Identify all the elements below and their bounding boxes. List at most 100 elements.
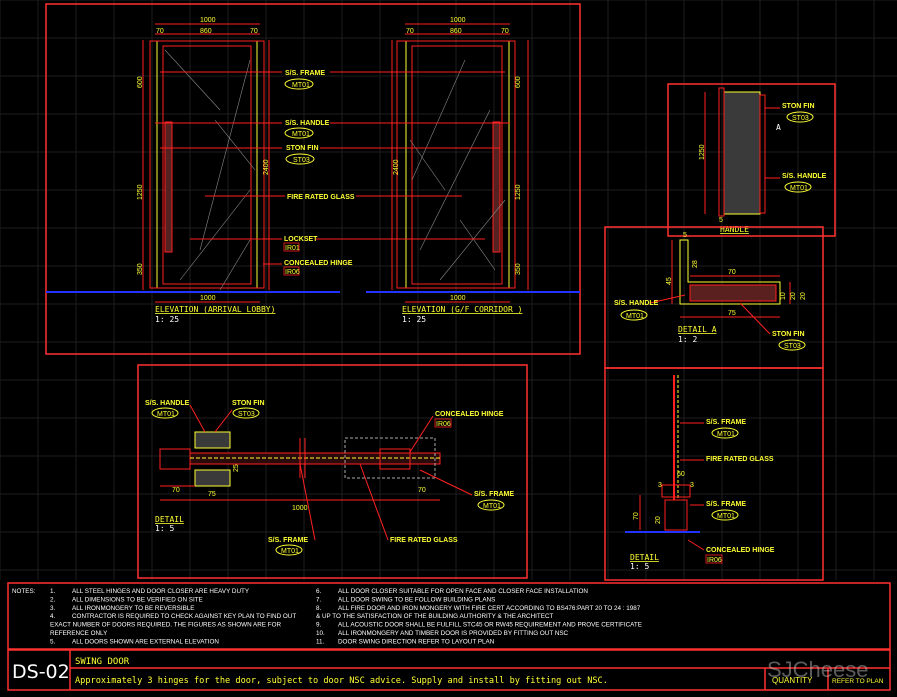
dim-side: 70 bbox=[501, 28, 509, 35]
door-elevation-right bbox=[396, 40, 516, 289]
plan-detail-panel: S/S. HANDLE MT01 STON FIN ST03 CONCEALED… bbox=[137, 364, 528, 579]
dim-side: 70 bbox=[156, 28, 164, 35]
label-ston-fin: STON FIN bbox=[232, 400, 265, 407]
background-grid bbox=[0, 0, 897, 580]
label-ss-handle: S/S. HANDLE bbox=[285, 120, 330, 127]
tag-ir06: IR06 bbox=[707, 557, 722, 564]
dim: 3 bbox=[690, 482, 694, 489]
drawing-name: SWING DOOR bbox=[75, 657, 130, 667]
stone-fin-left bbox=[164, 121, 173, 253]
notes-block: NOTES: 1.ALL STEEL HINGES AND DOOR CLOSE… bbox=[7, 582, 891, 650]
tag-oval bbox=[284, 78, 314, 90]
note-number: 9. bbox=[316, 622, 322, 629]
dim-height: 2400 bbox=[263, 159, 270, 175]
elevation-frame bbox=[45, 3, 581, 355]
label-ss-frame: S/S. FRAME bbox=[268, 537, 308, 544]
label-ss-handle: S/S. HANDLE bbox=[145, 400, 190, 407]
dim: 10 bbox=[780, 292, 787, 300]
note-text: ALL FIRE DOOR AND IRON MONGERY WITH FIRE… bbox=[338, 605, 641, 612]
tag-ir01: IR01 bbox=[285, 245, 300, 252]
note-text: ALL IRONMONGERY AND TIMBER DOOR IS PROVI… bbox=[338, 630, 569, 637]
elevation-title-right: ELEVATION (G/F CORRIDOR ) bbox=[402, 305, 522, 314]
tag-st03: ST03 bbox=[784, 343, 801, 350]
elevation-title-left: ELEVATION (ARRIVAL LOBBY) bbox=[155, 305, 275, 314]
note-text: ALL DOORS SHOWN ARE EXTERNAL ELEVATION bbox=[72, 638, 219, 645]
note-text: DOOR SWING DIRECTION REFER TO LAYOUT PLA… bbox=[338, 638, 495, 645]
dim: 28 bbox=[692, 260, 699, 268]
label-ss-frame: S/S. FRAME bbox=[706, 419, 746, 426]
elevation-scale-right: 1: 25 bbox=[402, 315, 426, 324]
detail-a-title: DETAIL A bbox=[678, 325, 717, 334]
label-ston-fin: STON FIN bbox=[286, 145, 319, 152]
note-text: ALL DOOR CLOSER SUITABLE FOR OPEN FACE A… bbox=[338, 588, 588, 595]
tag-mt01: MT01 bbox=[292, 131, 310, 138]
dim: 70 bbox=[633, 512, 640, 520]
dim: 20 bbox=[655, 516, 662, 524]
note-text: ALL IRONMONGERY TO BE REVERSIBLE bbox=[72, 605, 194, 612]
note-number: 6. bbox=[316, 588, 322, 595]
label-ston-fin: STON FIN bbox=[772, 331, 805, 338]
section-detail-scale: 1: 5 bbox=[630, 562, 649, 571]
tag-mt01: MT01 bbox=[790, 185, 808, 192]
dim-side: 70 bbox=[250, 28, 258, 35]
door-elevation-left bbox=[149, 40, 265, 291]
tag-mt01: MT01 bbox=[626, 313, 644, 320]
handle-dim-small: 5 bbox=[719, 217, 723, 224]
dim: 25 bbox=[233, 464, 240, 472]
dim: 70 bbox=[418, 487, 426, 494]
notes-heading: NOTES: bbox=[12, 588, 36, 595]
note-number: 4. bbox=[50, 613, 56, 620]
dim-bottom-width: 1000 bbox=[200, 295, 216, 302]
title-block: DS-02 SWING DOOR Approximately 3 hinges … bbox=[7, 649, 891, 691]
tag-mt01: MT01 bbox=[292, 82, 310, 89]
label-ss-handle: S/S. HANDLE bbox=[614, 300, 659, 307]
dim-clear-right: 860 bbox=[450, 28, 462, 35]
dim-bottom: 350 bbox=[137, 263, 144, 275]
tag-ir06: IR06 bbox=[285, 269, 300, 276]
watermark: SJCheese bbox=[767, 657, 869, 682]
elevation-scale-left: 1: 25 bbox=[155, 315, 179, 324]
note-text: ALL STEEL HINGES AND DOOR CLOSER ARE HEA… bbox=[72, 588, 250, 595]
tag-mt01: MT01 bbox=[157, 411, 175, 418]
tag-mt01: MT01 bbox=[717, 431, 735, 438]
dim: 20 bbox=[790, 292, 797, 300]
elevation-panel: S/S. FRAME MT01 S/S. HANDLE MT01 STON FI… bbox=[45, 3, 581, 355]
label-concealed-hinge: CONCEALED HINGE bbox=[284, 260, 353, 267]
label-ston-fin: STON FIN bbox=[782, 103, 815, 110]
dim: 75 bbox=[208, 491, 216, 498]
tag-st03: ST03 bbox=[238, 411, 255, 418]
dim-top: 600 bbox=[515, 76, 522, 88]
tag-ir06: IR06 bbox=[436, 421, 451, 428]
tag-mt01: MT01 bbox=[281, 548, 299, 555]
note-number: 10. bbox=[316, 630, 325, 637]
detail-a-panel: 5 70 75 45 28 10 20 20 S/S. HANDLE MT01 … bbox=[604, 226, 824, 369]
quantity-label: QUANTITY bbox=[772, 676, 813, 685]
dim: 45 bbox=[666, 277, 673, 285]
note-text: CONTRACTOR IS REQUIRED TO CHECK AGAINST … bbox=[72, 613, 296, 620]
handle-detail-title: HANDLE bbox=[720, 225, 749, 234]
dim: 75 bbox=[728, 310, 736, 317]
note-text: EXACT NUMBER OF DOORS REQUIRED. THE FIGU… bbox=[50, 622, 281, 629]
label-ss-frame: S/S. FRAME bbox=[474, 491, 514, 498]
section-marker-a: A bbox=[776, 123, 781, 132]
dim-bottom: 350 bbox=[515, 263, 522, 275]
label-ss-frame: S/S. FRAME bbox=[706, 501, 746, 508]
note-text: ALL ACOUSTIC DOOR SHALL BE FULFILL STC45… bbox=[338, 622, 642, 629]
dim-mid: 1250 bbox=[515, 184, 522, 200]
quantity-value: REFER TO PLAN bbox=[832, 678, 884, 685]
dim-mid: 1250 bbox=[137, 184, 144, 200]
label-fire-rated-glass: FIRE RATED GLASS bbox=[706, 456, 774, 463]
stone-fin-bar bbox=[689, 284, 777, 302]
section-detail-panel: S/S. FRAME MT01 FIRE RATED GLASS S/S. FR… bbox=[604, 367, 824, 581]
note-number: 3. bbox=[50, 605, 56, 612]
dim-top: 600 bbox=[137, 76, 144, 88]
tag-mt01: MT01 bbox=[717, 513, 735, 520]
handle-dim: 1250 bbox=[699, 144, 706, 160]
label-ss-frame: S/S. FRAME bbox=[285, 70, 325, 77]
plan-detail-title: DETAIL bbox=[155, 515, 184, 524]
label-lockset: LOCKSET bbox=[284, 236, 318, 243]
tag-mt01: MT01 bbox=[483, 503, 501, 510]
dim-side: 70 bbox=[406, 28, 414, 35]
detail-a-scale: 1: 2 bbox=[678, 335, 697, 344]
